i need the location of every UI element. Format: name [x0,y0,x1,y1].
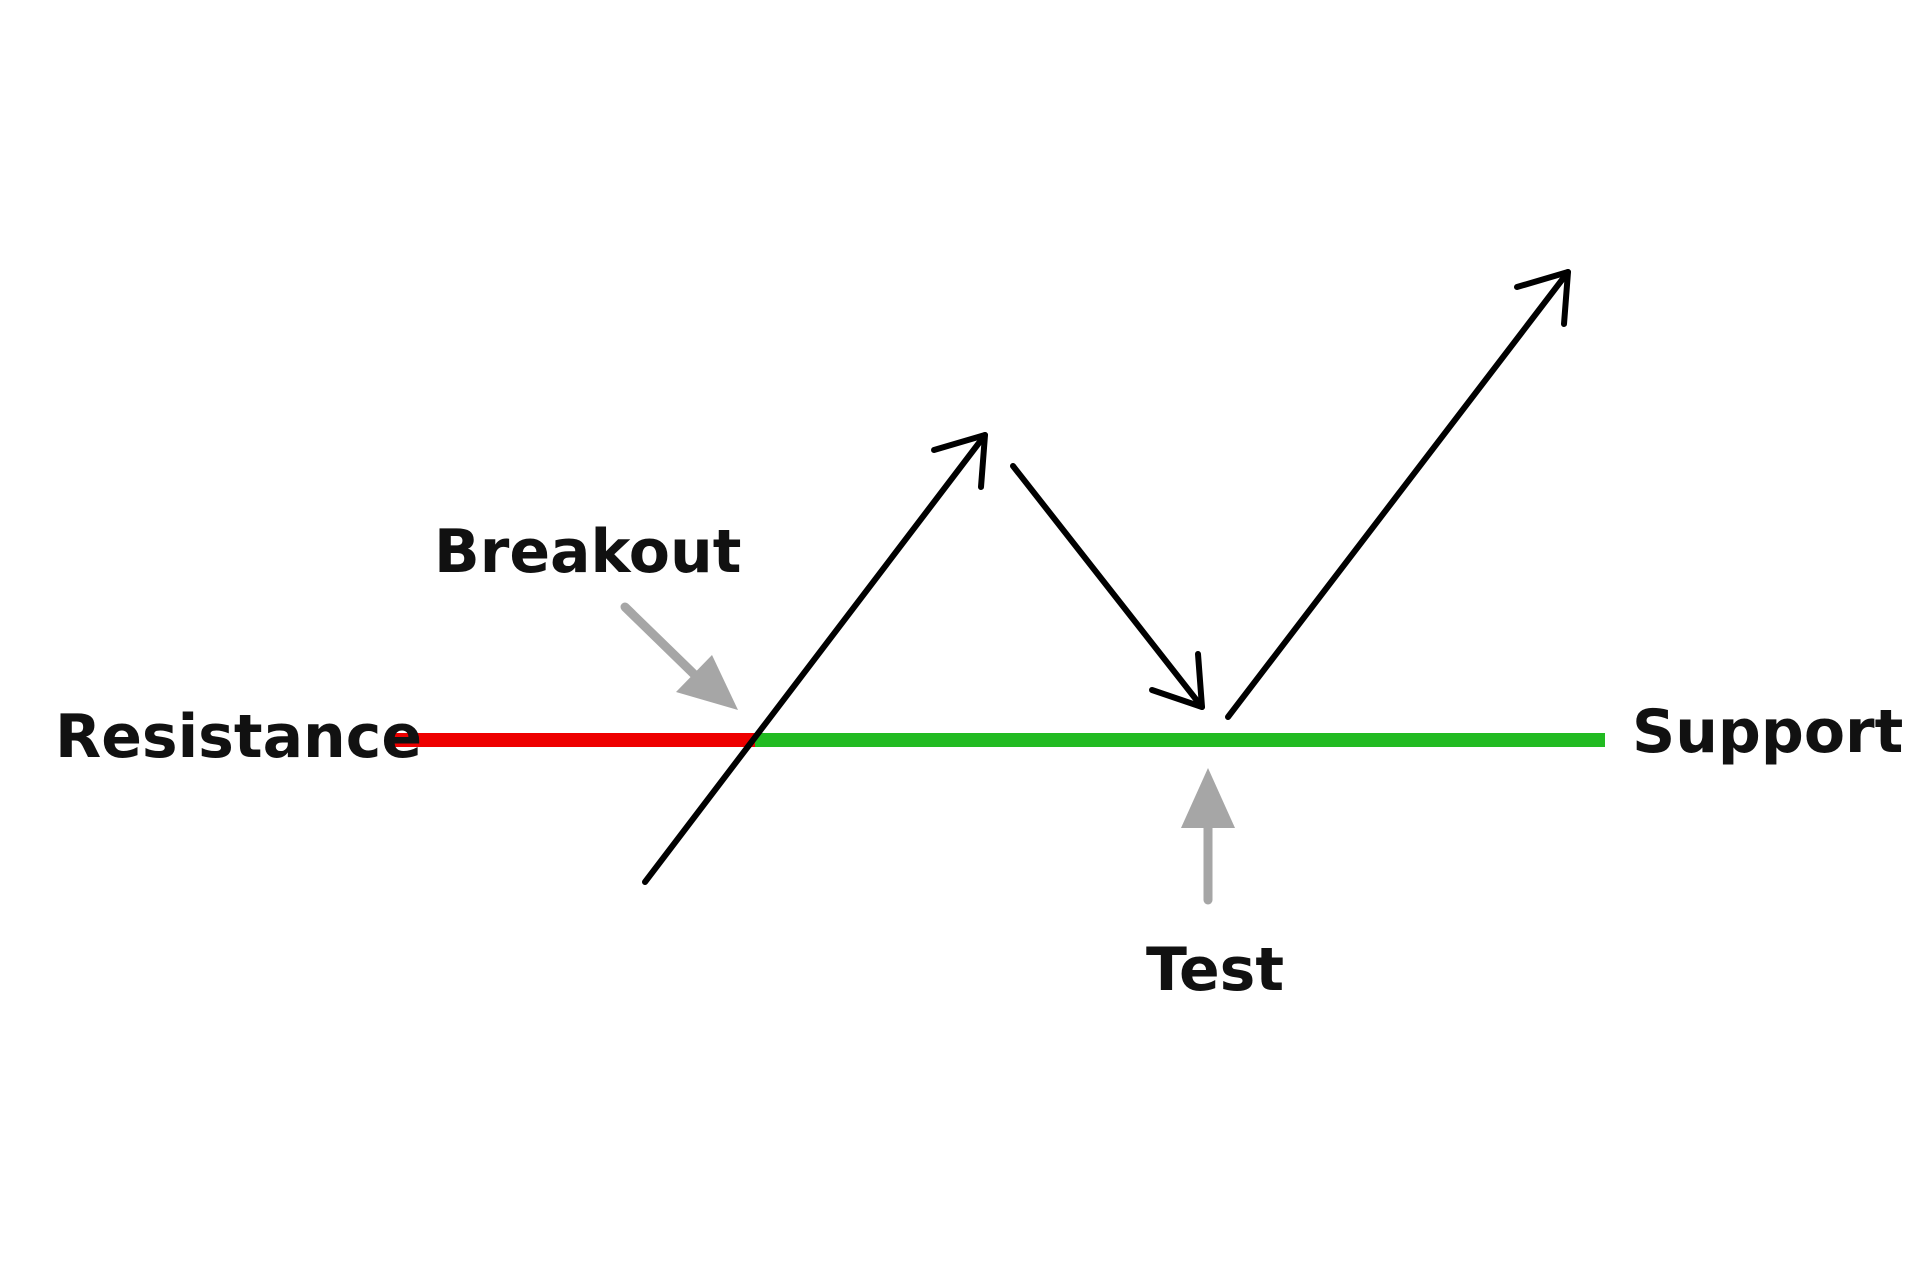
resistance-label: Resistance [55,702,422,772]
breakout-pointer-arrow [620,602,738,710]
price-move-up-arrow [642,432,988,885]
breakout-label: Breakout [434,517,741,587]
price-pullback-arrow [1010,463,1205,710]
support-label: Support [1632,697,1903,767]
test-label: Test [1146,935,1284,1005]
test-pointer-arrow [1181,768,1235,905]
price-continuation-arrow [1225,269,1571,720]
